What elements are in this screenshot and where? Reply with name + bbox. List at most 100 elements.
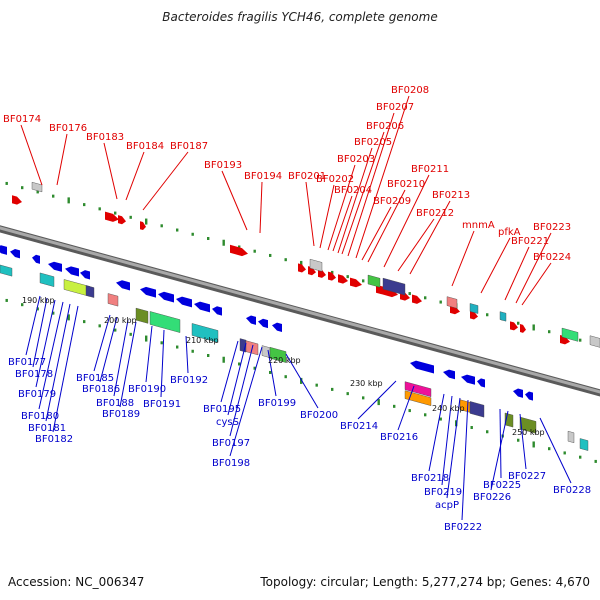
reverse-gene-block (191, 323, 219, 343)
gene-label-bf0188: BF0188 (96, 398, 134, 409)
forward-gene-block (561, 327, 579, 342)
forward-gene-block (589, 335, 600, 348)
tick-mark (238, 245, 241, 249)
leader-line (367, 189, 406, 263)
tick-mark (207, 354, 210, 358)
gene-label-bf0206: BF0206 (366, 121, 404, 132)
tick-mark (408, 409, 411, 413)
leader-line (521, 262, 552, 306)
reverse-gene-arrow (477, 378, 485, 388)
leader-line (142, 151, 189, 211)
scale-label: 230 kbp (350, 379, 383, 388)
gene-label-bf0179: BF0179 (18, 389, 56, 400)
gene-label-bf0187: BF0187 (170, 141, 208, 152)
forward-gene-arrow (318, 268, 326, 278)
leader-line (319, 184, 335, 249)
forward-gene-block (382, 277, 406, 296)
gene-label-bf0185: BF0185 (76, 373, 114, 384)
leader-line (220, 340, 239, 403)
leader-line (160, 329, 165, 398)
tick-mark (284, 258, 287, 262)
gene-label-bf0181: BF0181 (28, 423, 66, 434)
gene-label-bf0209: BF0209 (373, 196, 411, 207)
tick-mark (393, 404, 396, 408)
tick-mark (315, 383, 318, 387)
gene-label-bf0227: BF0227 (508, 471, 546, 482)
leader-line (229, 346, 263, 457)
reverse-gene-block (135, 307, 149, 324)
tick-mark (52, 311, 55, 315)
gene-label-bf0183: BF0183 (86, 132, 124, 143)
gene-label-bf0174: BF0174 (3, 114, 41, 125)
tick-mark (594, 459, 597, 463)
tick-mark (532, 324, 535, 331)
reverse-gene-arrow (410, 360, 434, 374)
leader-line (267, 349, 277, 397)
leader-line (227, 342, 247, 416)
reverse-gene-block (404, 381, 432, 397)
reverse-gene-arrow (246, 315, 256, 325)
gene-label-bf0184: BF0184 (126, 141, 164, 152)
leader-line (229, 344, 254, 437)
tick-mark (222, 356, 225, 363)
reverse-gene-arrow (212, 306, 222, 316)
forward-gene-arrow (118, 215, 126, 225)
forward-gene-arrow (520, 324, 526, 333)
gene-label-bf0212: BF0212 (416, 208, 454, 219)
gene-label-bf0190: BF0190 (128, 384, 166, 395)
leader-line (355, 95, 410, 259)
gene-label-bf0210: BF0210 (387, 179, 425, 190)
scale-label: 210 kbp (186, 336, 219, 345)
gene-label-bf0202: BF0202 (316, 174, 354, 185)
leader-line (461, 399, 469, 521)
leader-line (35, 299, 56, 388)
leader-line (20, 124, 43, 186)
gene-label-bf0203: BF0203 (337, 154, 375, 165)
reverse-gene-arrow (513, 388, 523, 398)
gene-label-bf0218: BF0218 (411, 473, 449, 484)
tick-mark (207, 237, 210, 241)
forward-gene-block (367, 274, 381, 288)
forward-gene-arrow (328, 271, 336, 281)
tick-mark (331, 270, 334, 274)
reverse-gene-block (0, 264, 13, 277)
reverse-gene-block (149, 311, 181, 333)
leader-line (504, 246, 530, 301)
forward-gene-arrow (376, 284, 398, 298)
leader-line (99, 316, 118, 383)
reverse-gene-arrow (48, 261, 62, 272)
gene-label-bf0211: BF0211 (411, 164, 449, 175)
tick-mark (129, 332, 132, 336)
leader-line (103, 142, 118, 200)
gene-label-bf0195: BF0195 (203, 404, 241, 415)
gene-label-bf0205: BF0205 (354, 137, 392, 148)
leader-line (32, 297, 48, 368)
gene-label-bf0177: BF0177 (8, 357, 46, 368)
tick-mark (191, 349, 194, 353)
gene-label-bf0178: BF0178 (15, 369, 53, 380)
leader-line (56, 133, 68, 186)
tick-mark (470, 426, 473, 430)
reverse-gene-arrow (461, 374, 475, 385)
tick-mark (532, 441, 535, 448)
gene-label-bf0213: BF0213 (432, 190, 470, 201)
leader-line (93, 314, 111, 372)
tick-mark (269, 253, 272, 257)
tick-mark (579, 455, 582, 459)
tick-mark (253, 366, 256, 370)
tick-mark (238, 362, 241, 366)
leader-line (185, 335, 189, 374)
reverse-gene-arrow (10, 249, 20, 259)
tick-mark (377, 399, 380, 406)
tick-mark (145, 335, 148, 342)
tick-mark (517, 321, 520, 325)
tick-marks (5, 181, 597, 463)
tick-mark (362, 279, 365, 283)
tick-mark (36, 307, 39, 311)
tick-mark (36, 190, 39, 194)
leader-line (221, 170, 248, 231)
tick-mark (331, 387, 334, 391)
tick-mark (439, 300, 442, 304)
leader-line (327, 164, 356, 251)
